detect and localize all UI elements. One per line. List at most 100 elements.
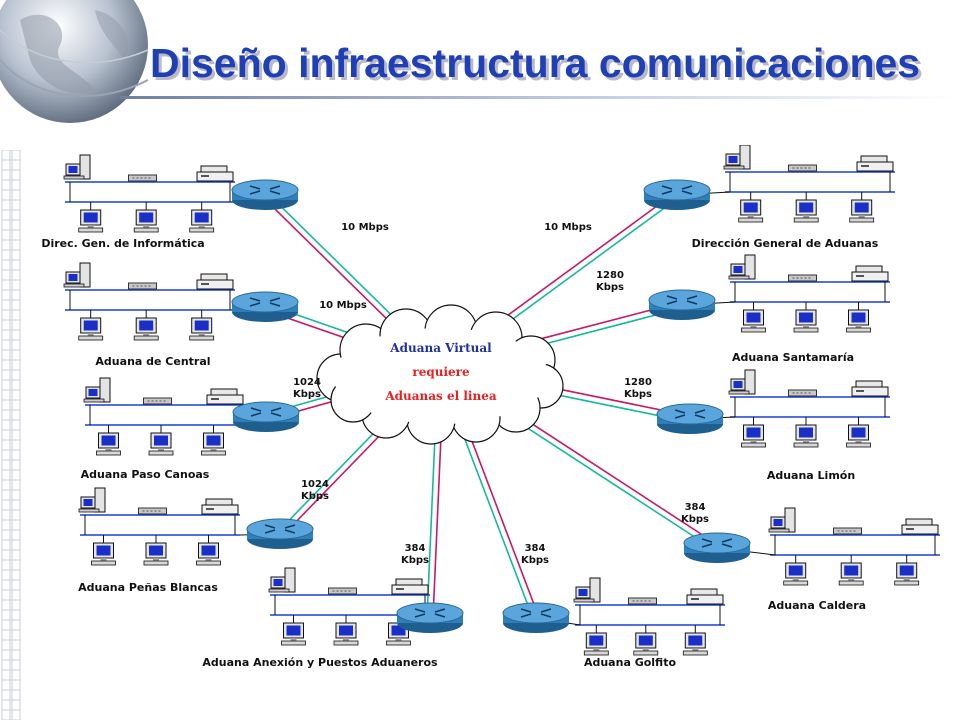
globe-icon [0, 0, 149, 123]
workstation-icon [91, 542, 116, 566]
server-icon [78, 487, 106, 513]
router-icon [648, 289, 716, 321]
router-icon [683, 532, 751, 564]
slide-title: Diseño infraestructura comunicaciones [150, 40, 921, 86]
router-icon [231, 291, 299, 323]
workstation-icon [281, 622, 306, 646]
site-penas-blancas: Aduana Peñas Blancas [78, 487, 314, 594]
workstation-icon [741, 424, 766, 448]
server-icon [728, 369, 756, 395]
hub-icon [833, 527, 862, 535]
workstation-icon [189, 317, 215, 341]
workstation-icon [633, 632, 659, 656]
printer-icon [901, 518, 939, 535]
site-anexion: Aduana Anexión y Puestos Aduaneros [202, 567, 464, 669]
hub-icon [788, 389, 817, 397]
workstation-icon [583, 632, 609, 656]
decorative-grid [1, 150, 21, 720]
printer-icon [856, 155, 894, 172]
printer-icon [851, 380, 889, 397]
hub-icon [128, 282, 157, 290]
server-icon [723, 145, 751, 170]
server-icon [268, 567, 296, 593]
workstation-icon [838, 562, 864, 586]
site-santamaria: Aduana Santamaría [648, 254, 890, 364]
site-label: Aduana de Central [95, 355, 210, 368]
site-central: Aduana de Central [63, 262, 299, 368]
workstation-icon [682, 632, 708, 656]
printer-icon [201, 498, 239, 515]
printer-icon [851, 265, 889, 282]
workstation-icon [793, 424, 819, 448]
workstation-icon [741, 309, 766, 333]
hub-icon [628, 597, 657, 605]
site-label: Aduana Peñas Blancas [78, 581, 218, 594]
workstation-icon [96, 432, 121, 456]
workstation-icon [894, 562, 920, 586]
workstation-icon [148, 432, 174, 456]
site-golfito: Aduana Golfito [502, 577, 725, 669]
printer-icon [391, 578, 429, 595]
cloud-line-1: Aduana Virtual [389, 341, 492, 355]
workstation-icon [133, 317, 159, 341]
workstation-icon [849, 199, 875, 223]
router-icon [246, 518, 314, 550]
server-icon [768, 507, 796, 533]
site-label: Aduana Paso Canoas [81, 468, 210, 481]
server-icon [728, 254, 756, 280]
server-icon [63, 154, 91, 180]
server-icon [83, 377, 111, 403]
router-icon [396, 602, 464, 634]
router-icon [643, 179, 711, 211]
site-dga: Dirección General de Aduanas [643, 145, 895, 250]
workstation-icon [189, 209, 215, 233]
site-label: Aduana Caldera [768, 599, 866, 612]
hub-icon [788, 164, 817, 172]
router-icon [502, 602, 570, 634]
site-caldera: Aduana Caldera [683, 507, 940, 612]
router-icon [232, 401, 300, 433]
site-paso-canoas: Aduana Paso Canoas [81, 377, 300, 481]
cloud-line-2: requiere [412, 365, 470, 379]
link-speed-label: 10 Mbps [319, 300, 367, 311]
workstation-icon [793, 199, 819, 223]
router-icon [231, 179, 299, 211]
workstation-icon [196, 542, 221, 566]
workstation-icon [783, 562, 809, 586]
hub-icon [143, 397, 172, 405]
link-speed-label: 10 Mbps [341, 222, 389, 233]
site-dgi: Direc. Gen. de Informática [41, 154, 299, 250]
workstation-icon [846, 309, 871, 333]
server-icon [573, 577, 601, 603]
workstation-icon [78, 317, 104, 341]
hub-icon [328, 587, 357, 595]
router-icon [656, 403, 724, 435]
site-label: Aduana Santamaría [732, 351, 854, 364]
workstation-icon [143, 542, 169, 566]
hub-icon [128, 174, 157, 182]
hub-icon [138, 507, 167, 515]
workstation-icon [78, 209, 104, 233]
printer-icon [196, 165, 234, 182]
site-label: Direc. Gen. de Informática [41, 237, 204, 250]
workstation-icon [201, 432, 226, 456]
workstation-icon [333, 622, 359, 646]
workstation-icon [846, 424, 871, 448]
site-limon: Aduana Limón [656, 369, 890, 482]
server-icon [63, 262, 91, 288]
hub-icon [788, 274, 817, 282]
printer-icon [206, 388, 244, 405]
site-label: Aduana Golfito [584, 656, 676, 669]
printer-icon [196, 273, 234, 290]
cloud-aduana-virtual: Aduana Virtual requiere Aduanas el linea [316, 304, 564, 445]
site-label: Aduana Anexión y Puestos Aduaneros [202, 656, 438, 669]
site-label: Dirección General de Aduanas [692, 237, 879, 250]
